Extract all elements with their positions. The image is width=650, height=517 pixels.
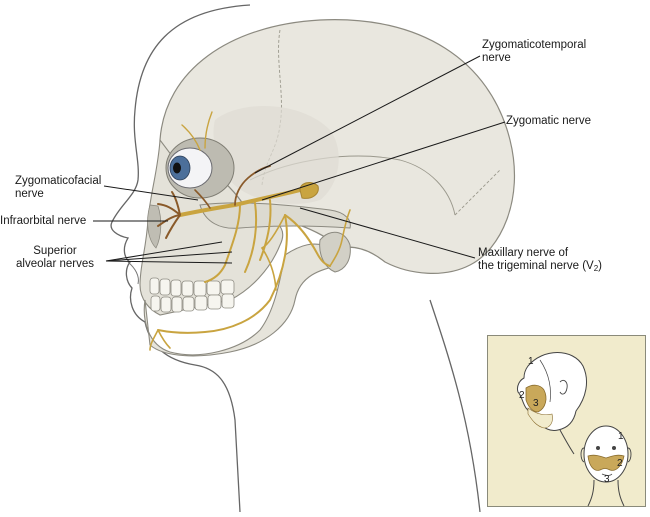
- label-zygomaticotemporal-line1: Zygomaticotemporal: [482, 39, 587, 51]
- zygomaticofacial-branch: [194, 189, 211, 209]
- dermatome-inset: 1 2 3 1 2 3: [487, 335, 646, 507]
- leader-zygomaticotemporal: [254, 55, 481, 174]
- inset-front-ear-left: [580, 447, 585, 463]
- label-zygomaticofacial-line2: nerve: [15, 188, 44, 200]
- inset-front-v2-area: [587, 454, 625, 471]
- label-infraorbital: Infraorbital nerve: [0, 215, 87, 227]
- leader-sup-alveolar-2: [105, 251, 233, 262]
- label-zygomaticofacial-line1: Zygomaticofacial: [15, 175, 102, 187]
- inset-front-eye-right: [612, 446, 616, 450]
- pupil: [173, 162, 181, 174]
- label-zygomatic-nerve: Zygomatic nerve: [506, 115, 592, 127]
- inset-profile-num-1: 1: [528, 356, 534, 367]
- superior-alveolar-branches: [204, 199, 272, 283]
- mastoid-process: [319, 231, 351, 273]
- leader-zygomatic: [261, 121, 506, 201]
- mandibular-nerves: [157, 214, 288, 334]
- inset-front-eye-left: [596, 446, 600, 450]
- leader-lines: [93, 55, 506, 264]
- label-maxillary-subscript: 2: [593, 264, 599, 273]
- inset-front-ear-right: [627, 447, 632, 463]
- inset-illustrations: [517, 352, 632, 507]
- inset-front-num-2: 2: [617, 458, 623, 469]
- inset-front-num-3: 3: [604, 474, 610, 485]
- inset-profile-num-3: 3: [533, 398, 539, 409]
- leader-sup-alveolar-1: [105, 241, 223, 262]
- maxillary-nerve-tree: [149, 111, 351, 351]
- leader-zygomaticofacial: [103, 185, 199, 201]
- label-superior-alveolar-line1: Superior: [33, 245, 77, 257]
- label-zygomaticotemporal: Zygomaticotemporal nerve: [482, 39, 586, 65]
- temporal-fossa: [213, 106, 339, 204]
- inset-profile-num-2: 2: [519, 390, 525, 401]
- inset-profile-ear: [559, 379, 568, 395]
- lip-outline: [127, 261, 139, 285]
- label-zygomaticofacial: Zygomaticofacial nerve: [15, 175, 101, 201]
- inset-profile-v3-area: [527, 407, 553, 429]
- label-maxillary-line2: the trigeminal nerve (V2): [478, 260, 602, 275]
- lambdoid-suture: [454, 169, 501, 216]
- mandible: [143, 243, 341, 357]
- head-skin-outline: [110, 4, 251, 513]
- label-maxillary: Maxillary nerve of the trigeminal nerve …: [478, 247, 602, 275]
- leader-sup-alveolar-3: [105, 260, 233, 264]
- infraorbital-branches: [157, 191, 181, 239]
- label-superior-alveolar-line2: alveolar nerves: [16, 258, 94, 270]
- label-zygomaticotemporal-line2: nerve: [482, 52, 511, 64]
- label-maxillary-line2-end: ): [598, 260, 602, 272]
- label-maxillary-line2-main: the trigeminal nerve (V: [478, 260, 594, 272]
- inset-front-mouth: [601, 473, 613, 476]
- label-superior-alveolar: Superior alveolar nerves: [16, 245, 94, 271]
- upper-teeth: [149, 277, 235, 297]
- neck-outline: [429, 299, 481, 513]
- label-maxillary-line1: Maxillary nerve of: [478, 247, 569, 259]
- inset-profile-neck: [559, 429, 575, 455]
- leader-maxillary: [299, 207, 476, 259]
- inset-front-num-1: 1: [618, 431, 624, 442]
- lower-teeth: [150, 293, 235, 313]
- inset-front-neck: [587, 479, 625, 507]
- inset-profile-v2-area: [525, 384, 547, 413]
